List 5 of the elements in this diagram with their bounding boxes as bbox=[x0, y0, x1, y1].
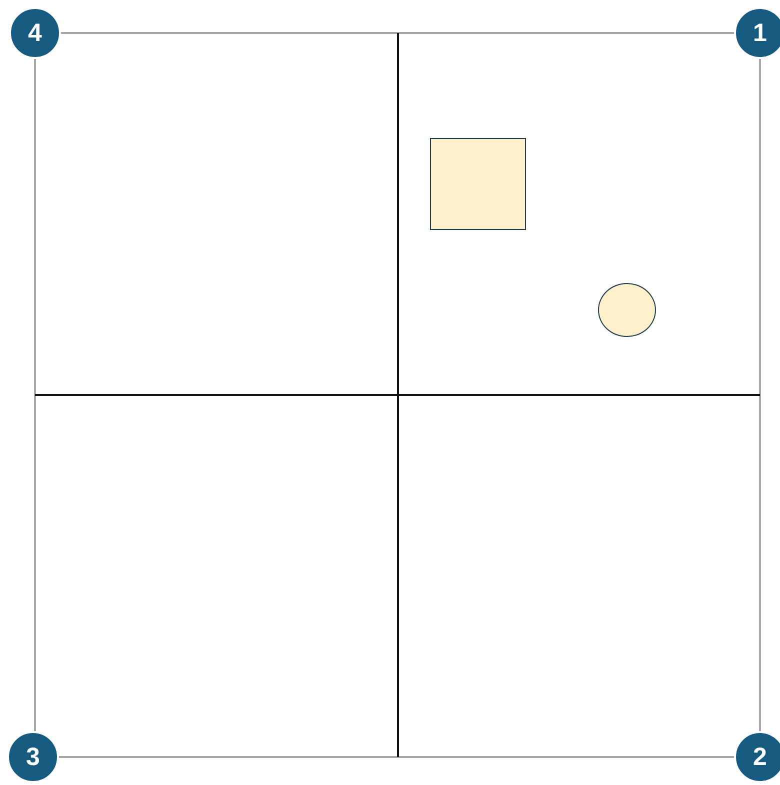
number-badge: 4 bbox=[9, 7, 61, 59]
square-shape bbox=[430, 138, 526, 230]
number-badge: 3 bbox=[7, 731, 59, 783]
number-badge: 1 bbox=[734, 7, 780, 59]
number-badge: 2 bbox=[734, 731, 780, 783]
